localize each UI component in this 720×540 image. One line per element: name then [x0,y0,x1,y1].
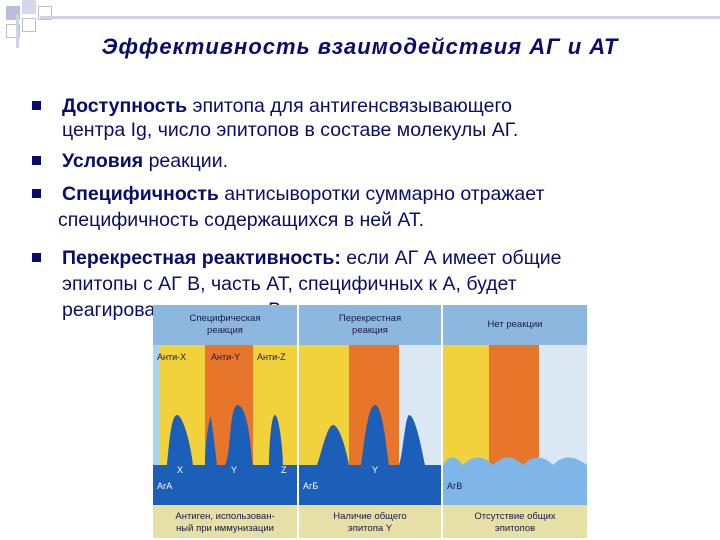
antigen-label: АгА [157,481,172,491]
antigen-label: АгБ [303,481,318,491]
antibody-reaction-figure: Специфическая реакция Перекрестная реакц… [153,305,587,538]
epitope-label: Y [372,465,378,475]
panel-header: Перекрестная [339,313,401,324]
panel-caption: эпитопа Y [348,523,393,534]
bullet-line: специфичность содержащихся в ней АТ. [58,209,425,231]
antigen-c-shape [443,457,587,505]
bullet-marker [32,189,41,198]
antibody-label: Анти-Z [257,352,286,362]
panel-caption: ный при иммунизации [176,523,274,534]
side-rule [16,14,19,48]
epitope-label: Y [231,465,237,475]
bullet-line: Специфичность антисыворотки суммарно отр… [62,182,544,206]
bullet-term: Перекрестная реактивность: [62,247,341,269]
bullet-marker [32,156,41,165]
panel-cross [299,305,441,538]
bullet-line: Доступность эпитопа для антигенсвязывающ… [62,94,512,118]
panel-header: Нет реакции [488,319,543,330]
panel-header: реакция [207,325,243,336]
antibody-label: Анти-Y [211,352,240,362]
bullet-term: Доступность [62,95,188,117]
panel-header: реакция [352,325,388,336]
bullet-line: центра Ig, число эпитопов в составе моле… [62,119,519,141]
bullet-line: Перекрестная реактивность: если АГ А име… [62,246,561,270]
bullet-marker [32,101,41,110]
header-rule [40,16,720,19]
panel-caption: Антиген, использован- [175,511,274,522]
antigen-b-shape [299,405,441,505]
antigen-label: АгВ [447,481,462,491]
bullet-term: Специфичность [62,183,219,205]
epitope-label: X [177,465,183,475]
bullet-line: Условия реакции. [62,149,228,173]
bullet-text: если АГ А имеет общие [340,247,562,269]
bullet-line: эпитопы с АГ В, часть АТ, специфичных к … [62,273,517,295]
antigen-a-shape [153,405,297,505]
bullet-term: Условия [62,150,144,172]
panel-header: Специфическая [190,313,261,324]
panel-none [443,305,587,538]
bullet-text: антисыворотки суммарно отражает [218,183,545,205]
slide-title: Эффективность взаимодействия АГ и АТ [101,34,619,59]
panel-caption: Отсутствие общих [474,511,556,522]
epitope-label: Z [281,465,287,475]
bullet-text: эпитопа для антигенсвязывающего [187,95,512,117]
bullet-text: реакции. [143,150,229,172]
antibody-label: Анти-X [157,352,186,362]
panel-caption: эпитопов [495,523,535,534]
panel-specific [153,305,297,538]
panel-caption: Наличие общего [333,511,406,522]
bullet-marker [32,253,41,262]
